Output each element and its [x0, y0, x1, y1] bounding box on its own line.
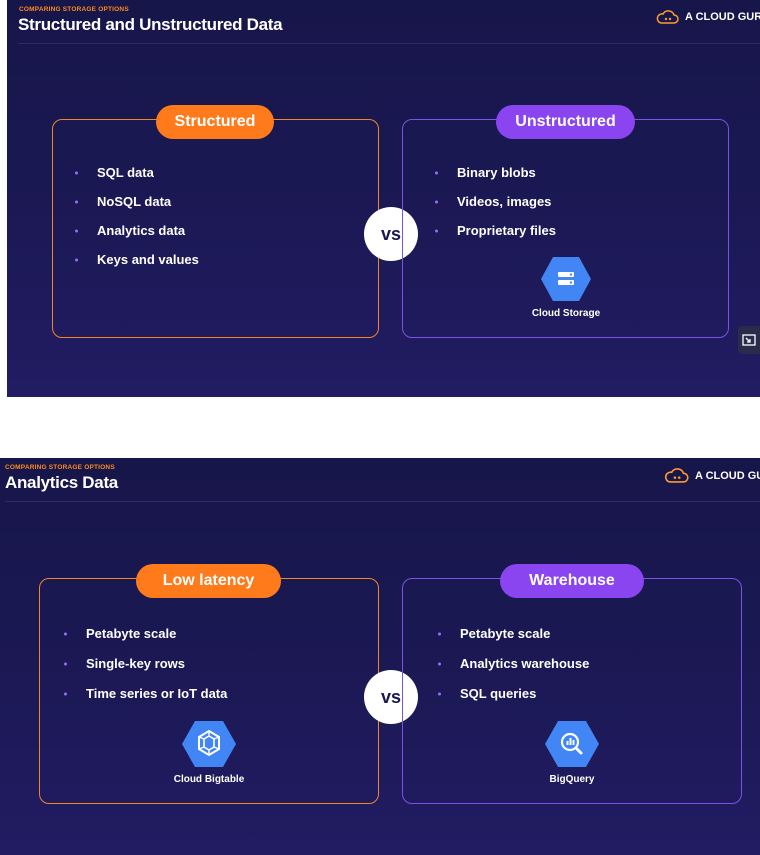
warehouse-list: Petabyte scale Analytics warehouse SQL q… [438, 625, 589, 715]
warehouse-heading: Warehouse [500, 564, 644, 598]
list-item: Analytics data [75, 222, 199, 251]
bigquery-icon [545, 721, 599, 767]
title-divider [18, 43, 760, 44]
list-item: Proprietary files [435, 222, 556, 251]
structured-list: SQL data NoSQL data Analytics data Keys … [75, 164, 199, 280]
bullet-icon [435, 171, 438, 175]
list-item: SQL data [75, 164, 199, 193]
low-latency-list: Petabyte scale Single-key rows Time seri… [64, 625, 227, 715]
brand-name: A CLOUD GURU [695, 469, 760, 482]
slide-title: Analytics Data [5, 473, 118, 492]
cloud-bigtable-service: Cloud Bigtable [159, 720, 259, 785]
slide-analytics-data: COMPARING STORAGE OPTIONS Analytics Data… [0, 458, 760, 855]
cloud-storage-icon [541, 257, 591, 301]
bullet-icon [75, 229, 78, 233]
expand-button[interactable] [738, 326, 760, 354]
section-kicker: COMPARING STORAGE OPTIONS [19, 6, 129, 13]
slide-structured-vs-unstructured: COMPARING STORAGE OPTIONS Structured and… [7, 0, 760, 397]
list-item: Videos, images [435, 193, 556, 222]
low-latency-heading: Low latency [136, 564, 281, 598]
list-item: SQL queries [438, 685, 589, 715]
vs-badge: vs [364, 670, 418, 724]
bullet-icon [64, 662, 67, 666]
expand-icon [742, 334, 756, 346]
list-item: Time series or IoT data [64, 685, 227, 715]
bullet-icon [64, 632, 67, 636]
service-label: Cloud Storage [531, 308, 601, 319]
list-item: Single-key rows [64, 655, 227, 685]
bullet-icon [75, 171, 78, 175]
brand-logo: A CLOUD GURU [655, 10, 760, 24]
structured-heading: Structured [156, 105, 274, 139]
service-label: Cloud Bigtable [173, 774, 245, 785]
cloud-bigtable-icon [182, 721, 236, 767]
unstructured-heading: Unstructured [496, 105, 635, 139]
list-item: Binary blobs [435, 164, 556, 193]
bullet-icon [438, 662, 441, 666]
cloud-logo-icon [664, 468, 689, 483]
bullet-icon [438, 692, 441, 696]
bullet-icon [75, 258, 78, 262]
list-item: Keys and values [75, 251, 199, 280]
title-divider [5, 501, 760, 502]
service-label: BigQuery [549, 774, 595, 785]
slide-title: Structured and Unstructured Data [18, 15, 283, 34]
cloud-logo-icon [656, 10, 679, 24]
bigquery-service: BigQuery [522, 720, 622, 785]
bullet-icon [64, 692, 67, 696]
brand-logo: A CLOUD GURU [663, 468, 760, 483]
vs-badge: vs [364, 207, 418, 261]
bullet-icon [438, 632, 441, 636]
bullet-icon [75, 200, 78, 204]
bullet-icon [435, 200, 438, 204]
list-item: Analytics warehouse [438, 655, 589, 685]
cloud-storage-service: Cloud Storage [516, 256, 616, 319]
bullet-icon [435, 229, 438, 233]
list-item: NoSQL data [75, 193, 199, 222]
list-item: Petabyte scale [64, 625, 227, 655]
list-item: Petabyte scale [438, 625, 589, 655]
section-kicker: COMPARING STORAGE OPTIONS [5, 464, 115, 471]
brand-name: A CLOUD GURU [685, 11, 760, 23]
unstructured-list: Binary blobs Videos, images Proprietary … [435, 164, 556, 251]
